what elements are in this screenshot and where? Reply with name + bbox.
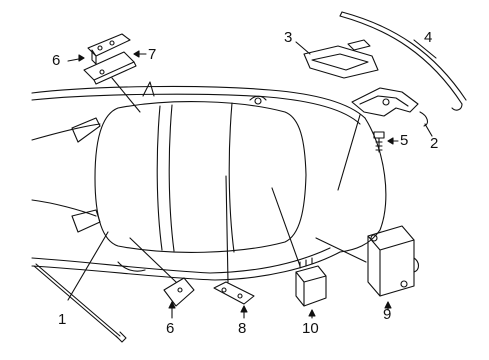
part-5-screw — [373, 131, 399, 153]
callout-7: 7 — [148, 46, 157, 63]
part-4-antenna-strip — [339, 11, 467, 111]
callout-4: 4 — [424, 29, 433, 46]
callout-3: 3 — [284, 29, 293, 46]
part-6-upper-clip — [67, 33, 131, 65]
part-7-plate — [83, 50, 147, 113]
callout-9: 9 — [383, 306, 392, 323]
part-10-module — [271, 187, 327, 319]
part-2-bracket — [337, 87, 433, 191]
callout-8: 8 — [238, 320, 247, 337]
part-9-control-module — [315, 225, 420, 311]
callout-1: 1 — [58, 311, 67, 328]
callout-10: 10 — [302, 320, 319, 337]
callout-6-lower: 6 — [166, 320, 175, 337]
car-body-outline — [31, 81, 387, 281]
callout-2: 2 — [430, 135, 439, 152]
part-3-tray-bracket — [295, 39, 379, 79]
part-6-lower-clip — [129, 237, 195, 319]
part-8-connector — [213, 175, 255, 319]
callout-5: 5 — [400, 132, 409, 149]
callout-6-upper: 6 — [52, 52, 61, 69]
part-1-antenna-cable — [33, 231, 127, 343]
